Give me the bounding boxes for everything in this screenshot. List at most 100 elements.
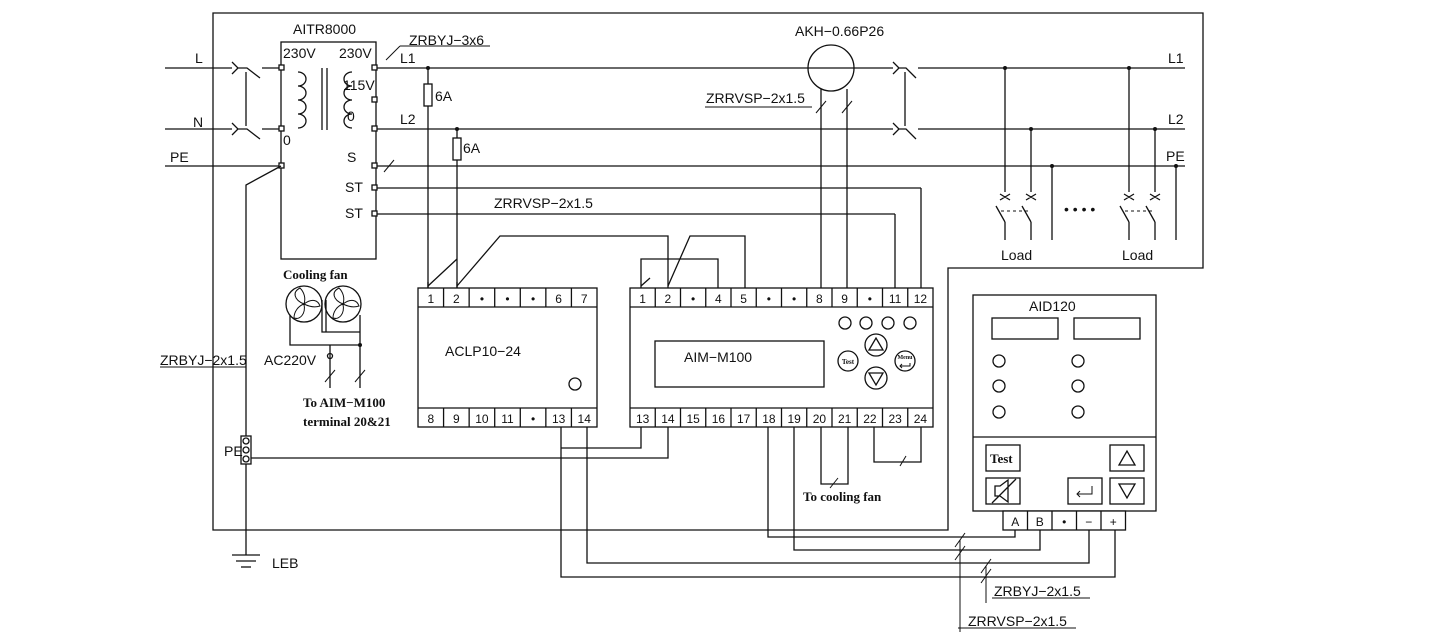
aim-test-button[interactable] [837, 350, 859, 372]
cable-label-bottom-signal: ZRRVSP−2x1.5 [968, 613, 1067, 629]
aclp-top-terminal-3: • [480, 292, 484, 306]
down-arrow-icon [1117, 483, 1137, 500]
bottom-cable-labels: ZRBYJ−2x1.5 ZRRVSP−2x1.5 [958, 583, 1090, 629]
aid-terminal-2: B [1036, 515, 1044, 529]
aclp-bottom-terminal-7: 14 [578, 412, 592, 426]
line-n-label: N [193, 114, 203, 130]
aid-test-label: Test [990, 451, 1013, 466]
aim-bottom-terminal-2: 14 [661, 412, 675, 426]
transformer-primary-0: 0 [283, 132, 291, 148]
aim-top-terminal-1: 1 [639, 292, 646, 306]
enter-icon [1076, 486, 1093, 498]
up-arrow-icon [867, 336, 885, 351]
aclp-bottom-terminal-2: 9 [453, 412, 460, 426]
st-signal-wires: ZRRVSP−2x1.5 [377, 187, 922, 288]
aim-menu-button[interactable] [894, 350, 916, 372]
aclp-top-terminal-7: 7 [581, 292, 588, 306]
aim-bottom-terminal-10: 22 [863, 412, 877, 426]
aclp-bottom-terminal-4: 11 [501, 412, 514, 426]
load-branches: • • • • Load Load [995, 66, 1178, 263]
aim-top-terminal-7: • [792, 292, 796, 306]
aim-bottom-terminal-7: 19 [787, 412, 801, 426]
aim-top-terminal-3: • [691, 292, 695, 306]
cable-label-top: ZRBYJ−3x6 [409, 32, 484, 48]
aim-top-terminal-6: • [767, 292, 771, 306]
aid120-display: AID120 Test [972, 294, 1157, 512]
aim-display [654, 340, 825, 388]
aim-bottom-terminal-4: 16 [712, 412, 726, 426]
aid-up-button[interactable] [1109, 444, 1145, 472]
out-l2-label: L2 [1168, 111, 1184, 127]
aclp-top-terminal-6: 6 [555, 292, 562, 306]
aid-enter-button[interactable] [1067, 477, 1103, 505]
aim-menu-label: Menu [898, 355, 914, 361]
transformer-secondary-voltage: 230V [339, 45, 372, 61]
aclp-top-terminal-5: • [531, 292, 535, 306]
load-ellipsis: • • • • [1064, 201, 1095, 217]
cooling-fan-title: Cooling fan [283, 267, 348, 282]
aim-top-terminal-10: • [868, 292, 872, 306]
bus-l1-label: L1 [400, 50, 416, 66]
inter-module-wiring: To cooling fan [246, 235, 1116, 632]
aid-display-right [1073, 317, 1141, 340]
load-2-label: Load [1122, 247, 1153, 263]
aclp-bottom-terminal-5: • [531, 412, 535, 426]
fuse-2 [452, 137, 462, 161]
aid-test-button[interactable] [985, 444, 1021, 472]
line-l-label: L [195, 50, 203, 66]
aim-top-terminal-5: 5 [740, 292, 747, 306]
aim-bottom-terminal-8: 20 [813, 412, 827, 426]
aim-top-terminal-2: 2 [665, 292, 672, 306]
down-arrow-icon [867, 372, 885, 387]
up-arrow-icon [1117, 449, 1137, 466]
cooling-fan-group: Cooling fan AC220V To AIM−M100 terminal … [264, 267, 391, 429]
cable-label-bottom-power: ZRBYJ−2x1.5 [994, 583, 1081, 599]
fuses: 6A 6A [423, 66, 481, 288]
aim-bottom-terminal-1: 13 [636, 412, 650, 426]
aclp-name: ACLP10−24 [445, 343, 521, 359]
aim-top-terminal-12: 12 [914, 292, 928, 306]
secondary-bus: L1 L2 L1 L2 PE ZRBYJ−3x6 [377, 32, 1185, 173]
earth-system: PE LEB [224, 165, 298, 571]
transformer-0-tap: 0 [347, 108, 355, 124]
aim-bottom-terminal-6: 18 [762, 412, 776, 426]
aid-terminal-1: A [1011, 515, 1019, 529]
earth-leb-label: LEB [272, 555, 298, 571]
bus-l2-label: L2 [400, 111, 416, 127]
aclp-top-terminal-1: 1 [427, 292, 434, 306]
aclp-top-terminal-4: • [505, 292, 509, 306]
line-pe-label: PE [170, 149, 189, 165]
fan-supply-cable: ZRBYJ−2x1.5 [160, 352, 247, 368]
transformer-115v-tap: 115V [343, 77, 375, 93]
fan-supply-label: AC220V [264, 352, 317, 368]
aid-down-button[interactable] [1109, 477, 1145, 505]
aclp-bottom-terminal-1: 8 [427, 412, 434, 426]
aim-top-terminal-8: 8 [816, 292, 823, 306]
aim-top-terminal-4: 4 [715, 292, 722, 306]
incoming-lines: L N PE [165, 50, 281, 167]
cable-label-st: ZRRVSP−2x1.5 [494, 195, 593, 211]
aid-terminal-3: • [1062, 515, 1066, 529]
aim-up-button[interactable] [864, 333, 888, 357]
aim-down-button[interactable] [864, 366, 888, 390]
aid-mute-button[interactable] [985, 477, 1021, 505]
aid-terminal-4: − [1085, 515, 1092, 529]
fuse-1 [423, 83, 433, 107]
enclosure-outline [212, 12, 1204, 531]
aim-fan-note: To cooling fan [803, 489, 882, 504]
aim-m100-module: AIM−M100 Test Menu [629, 287, 934, 428]
aim-bottom-terminal-3: 15 [686, 412, 700, 426]
aim-name: AIM−M100 [684, 349, 752, 365]
transformer-terminal-st2: ST [345, 205, 363, 221]
aim-bottom-terminal-12: 24 [914, 412, 928, 426]
aim-bottom-terminal-11: 23 [888, 412, 902, 426]
aim-top-terminal-9: 9 [841, 292, 848, 306]
enter-icon [899, 363, 911, 369]
aim-bottom-terminal-5: 17 [737, 412, 751, 426]
out-l1-label: L1 [1168, 50, 1184, 66]
